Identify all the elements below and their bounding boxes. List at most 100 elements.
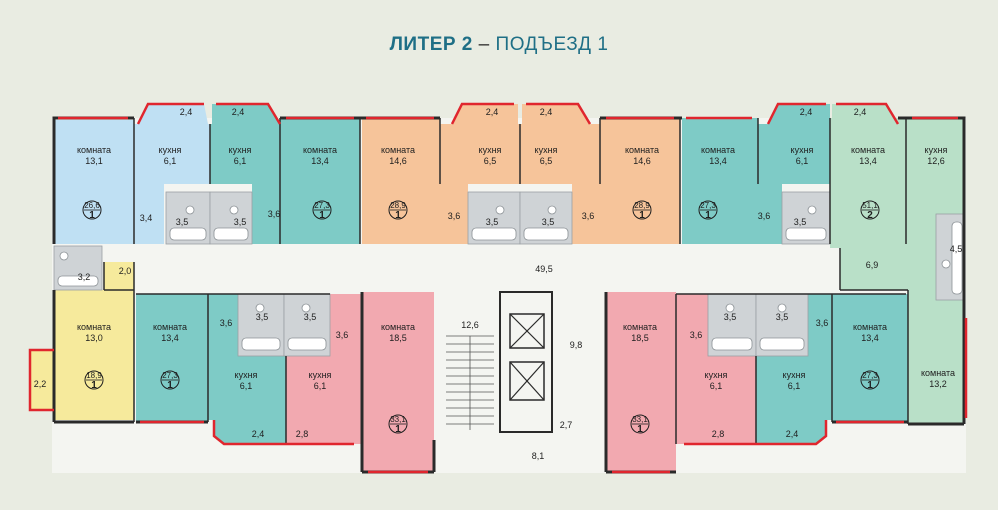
kitchen-label: кухня [783, 370, 806, 380]
hall-area: 6,9 [866, 260, 879, 270]
area-label: 3,5 [724, 312, 737, 322]
badge-area: 27,3 [862, 371, 878, 380]
area-label: 3,6 [758, 211, 771, 221]
area-label: 3,5 [794, 217, 807, 227]
lift-area: 9,8 [570, 340, 583, 350]
badge-circle [388, 200, 408, 220]
title-building: ЛИТЕР 2 [389, 34, 473, 55]
room-labels: комната 13,1 кухня 6,1 кухня 6,1 комната… [77, 145, 955, 391]
apartment-badge: 51,12 [860, 200, 880, 221]
kitchen-area: 6,1 [234, 156, 247, 166]
badge-rooms: 1 [167, 380, 173, 391]
apartment-badge: 28,91 [388, 200, 408, 221]
area-label: 3,2 [78, 272, 91, 282]
apartment-badge: 27,31 [312, 200, 332, 221]
room-label: комната [623, 322, 657, 332]
badge-circle [160, 370, 180, 390]
kitchen-area: 12,6 [927, 156, 945, 166]
badge-rooms: 1 [91, 380, 97, 391]
badge-circle [632, 200, 652, 220]
room-label: комната [701, 145, 735, 155]
room-area: 13,1 [85, 156, 103, 166]
badge-circle [698, 200, 718, 220]
room-area: 13,0 [85, 333, 103, 343]
badge-rooms: 1 [637, 424, 643, 435]
kitchen-label: кухня [925, 145, 948, 155]
balcony-area: 2,8 [296, 429, 309, 439]
area-label: 3,6 [220, 318, 233, 328]
area-label: 3,6 [336, 330, 349, 340]
room-label: комната [153, 322, 187, 332]
plan-title: ЛИТЕР 2 – ПОДЪЕЗД 1 [0, 34, 998, 56]
balcony-area: 2,4 [800, 107, 813, 117]
area-label: 3,5 [304, 312, 317, 322]
apartment-badge: 27,31 [860, 370, 880, 391]
apartment-2[interactable] [210, 104, 360, 244]
balcony-area: 2,4 [252, 429, 265, 439]
kitchen-area: 6,5 [540, 156, 553, 166]
apartment-10[interactable] [606, 292, 756, 472]
room-area: 14,6 [389, 156, 407, 166]
room-area: 18,5 [389, 333, 407, 343]
kitchen-area: 6,1 [164, 156, 177, 166]
apartment-11[interactable] [756, 294, 908, 444]
vestibule-area: 2,7 [560, 420, 573, 430]
badge-rooms: 1 [395, 424, 401, 435]
area-label: 3,5 [542, 217, 555, 227]
apartment-badge: 33,11 [388, 414, 408, 435]
area-label: 3,6 [816, 318, 829, 328]
apartment-badge: 27,31 [160, 370, 180, 391]
title-dash: – [478, 34, 490, 55]
room-label: комната [381, 145, 415, 155]
badge-area: 33,1 [390, 415, 406, 424]
badge-rooms: 1 [395, 210, 401, 221]
badge-circle [312, 200, 332, 220]
kitchen-area: 6,1 [314, 381, 327, 391]
kitchen-label: кухня [535, 145, 558, 155]
kitchen-area: 6,1 [796, 156, 809, 166]
balcony-area: 2,8 [712, 429, 725, 439]
room-label: комната [851, 145, 885, 155]
apartment-7[interactable] [30, 262, 134, 420]
balcony-area: 2,4 [486, 107, 499, 117]
badge-area: 27,3 [314, 201, 330, 210]
room-label: комната [921, 368, 955, 378]
area-label: 3,5 [176, 217, 189, 227]
room-label: комната [303, 145, 337, 155]
badge-rooms: 2 [867, 210, 873, 221]
balcony-area: 2,2 [34, 379, 47, 389]
area-label: 2,0 [119, 266, 132, 276]
kitchen-label: кухня [159, 145, 182, 155]
stair-core [434, 291, 553, 440]
balconies [28, 102, 968, 474]
apartment-badge: 28,91 [632, 200, 652, 221]
badge-circle [388, 414, 408, 434]
room-label: комната [625, 145, 659, 155]
apartment-1[interactable] [54, 104, 210, 244]
room-area: 13,4 [161, 333, 179, 343]
balcony-area: 2,4 [540, 107, 553, 117]
area-label: 3,5 [486, 217, 499, 227]
apartment-9[interactable] [286, 292, 434, 472]
badge-area: 27,3 [162, 371, 178, 380]
badge-circle [630, 414, 650, 434]
kitchen-label: кухня [309, 370, 332, 380]
area-label: 3,5 [776, 312, 789, 322]
badge-area: 51,1 [862, 201, 878, 210]
kitchen-area: 6,1 [788, 381, 801, 391]
room-label: комната [77, 322, 111, 332]
balcony-area: 2,4 [786, 429, 799, 439]
room-area: 13,4 [311, 156, 329, 166]
apartment-4[interactable] [520, 104, 680, 244]
kitchen-label: кухня [479, 145, 502, 155]
badge-area: 28,9 [390, 201, 406, 210]
apartment-8[interactable] [136, 294, 286, 444]
area-label: 3,6 [268, 209, 281, 219]
balcony-area: 2,4 [232, 107, 245, 117]
area-label: 4,5 [950, 244, 963, 254]
apartment-5[interactable] [682, 104, 830, 244]
room-area: 14,6 [633, 156, 651, 166]
badge-rooms: 1 [867, 380, 873, 391]
apartment-3[interactable] [362, 104, 520, 244]
